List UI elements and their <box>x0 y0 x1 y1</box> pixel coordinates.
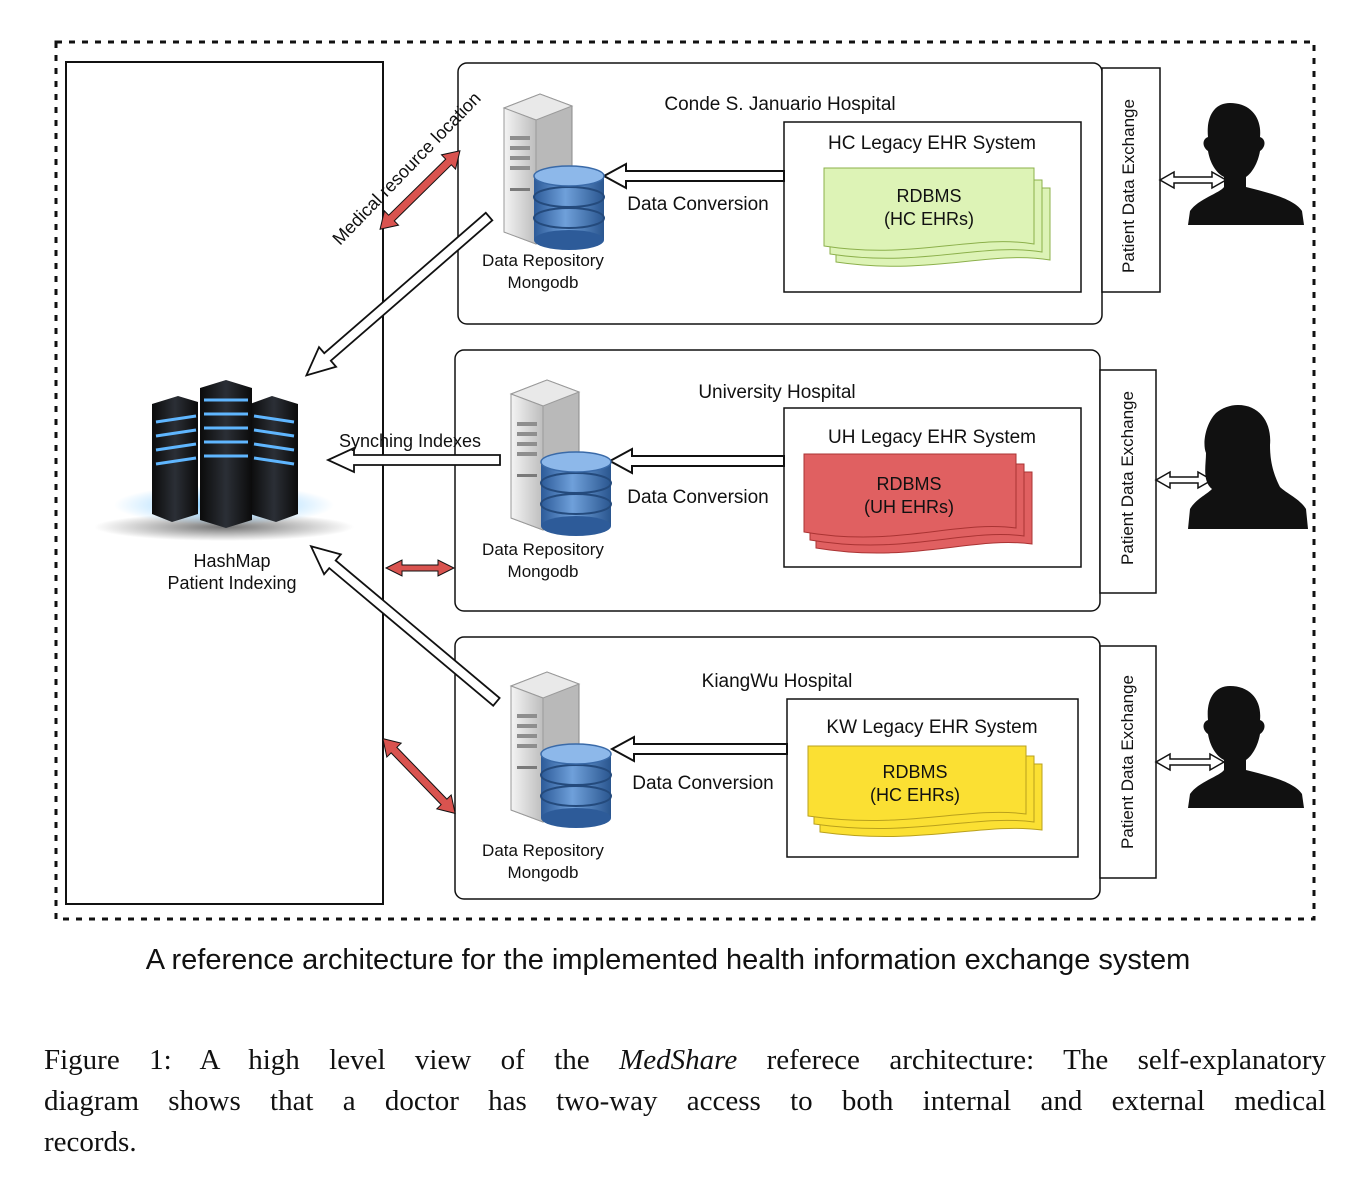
repo-to-index-arrow-top <box>304 211 494 377</box>
data-conversion-arrow <box>601 162 785 190</box>
repository-label-line1: Data Repository <box>482 251 604 270</box>
medical-resource-arrow <box>379 150 461 230</box>
caption-text: Figure 1: A high level view of the <box>44 1044 620 1076</box>
figure-caption-line3: records. <box>44 1126 137 1158</box>
rdbms-stack <box>823 167 1051 267</box>
rdbms-sublabel: (HC EHRs) <box>884 209 974 229</box>
data-conversion-label: Data Conversion <box>627 487 769 508</box>
system-boundary <box>54 40 1316 921</box>
rdbms-label: RDBMS <box>882 762 947 782</box>
data-conversion-label: Data Conversion <box>632 773 774 794</box>
repository-label-line2: Mongodb <box>508 562 579 581</box>
legacy-system-label: HC Legacy EHR System <box>828 133 1036 154</box>
legacy-system-label: UH Legacy EHR System <box>828 427 1036 448</box>
repository-label-line1: Data Repository <box>482 540 604 559</box>
rdbms-label: RDBMS <box>876 474 941 494</box>
female-doctor-silhouette-icon <box>1188 405 1308 529</box>
patient-exchange-label: Patient Data Exchange <box>1119 99 1138 273</box>
patient-exchange-arrow <box>1154 470 1214 490</box>
rdbms-label: RDBMS <box>896 186 961 206</box>
data-conversion-arrow <box>607 447 785 475</box>
synching-indexes-label: Synching Indexes <box>339 431 481 451</box>
patient-exchange-box <box>1099 369 1157 594</box>
data-conversion-arrow <box>609 735 788 763</box>
architecture-diagram: HashMap Patient Indexing Conde S. Januar… <box>54 40 1316 976</box>
two-way-arrow-bottom <box>382 737 456 815</box>
caption-text: referece architecture: The self-explanat… <box>737 1044 1326 1076</box>
rdbms-sublabel: (UH EHRs) <box>864 497 954 517</box>
rdbms-stack <box>807 745 1043 837</box>
repo-to-index-arrow-bottom <box>309 544 501 707</box>
repository-label-line2: Mongodb <box>508 863 579 882</box>
repository-label-line2: Mongodb <box>508 273 579 292</box>
rdbms-sublabel: (HC EHRs) <box>870 785 960 805</box>
male-doctor-silhouette-icon <box>1188 686 1304 808</box>
caption-emphasis: MedShare <box>619 1044 738 1076</box>
hospital-name: Conde S. Januario Hospital <box>664 94 895 115</box>
patient-exchange-arrow <box>1158 170 1228 190</box>
synching-indexes-arrow <box>325 446 501 474</box>
server-rack-icon <box>94 380 354 541</box>
male-doctor-silhouette-icon <box>1188 103 1304 225</box>
patient-exchange-box <box>1099 645 1157 879</box>
figure-caption-line2: diagram shows that a doctor has two-way … <box>44 1085 1326 1117</box>
rdbms-stack <box>803 453 1033 554</box>
hospital-box-university: University Hospital UH Legacy EHR System… <box>454 349 1308 612</box>
diagram-title: A reference architecture for the impleme… <box>146 944 1191 976</box>
index-label-line2: Patient Indexing <box>167 573 296 593</box>
repository-label-line1: Data Repository <box>482 841 604 860</box>
patient-exchange-label: Patient Data Exchange <box>1118 675 1137 849</box>
hospital-name: University Hospital <box>698 382 855 403</box>
legacy-system-label: KW Legacy EHR System <box>826 717 1037 738</box>
hospital-name: KiangWu Hospital <box>702 671 853 692</box>
patient-exchange-box <box>1101 67 1161 293</box>
index-label-line1: HashMap <box>193 551 270 571</box>
hospital-box-kiangwu: KiangWu Hospital KW Legacy EHR System RD… <box>454 636 1304 900</box>
patient-exchange-arrow <box>1154 752 1226 772</box>
figure-caption-line1: Figure 1: A high level view of the MedSh… <box>44 1040 1326 1080</box>
data-conversion-label: Data Conversion <box>627 194 769 215</box>
two-way-arrow-middle <box>384 559 456 577</box>
hospital-box-conde: Conde S. Januario Hospital HC Legacy EHR… <box>457 62 1304 325</box>
patient-exchange-label: Patient Data Exchange <box>1118 391 1137 565</box>
